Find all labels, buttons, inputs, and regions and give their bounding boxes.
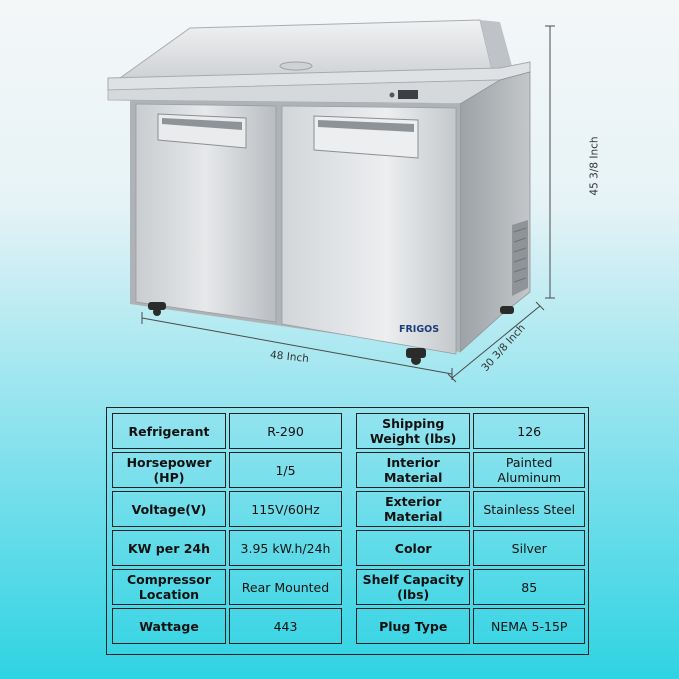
refrigerator-illustration: FRIGOS (107, 19, 555, 383)
specs-table-left: Refrigerant R-290 Horsepower (HP) 1/5 Vo… (109, 410, 345, 647)
spec-key-wattage: Wattage (112, 608, 226, 644)
spec-value-interior-material: Painted Aluminum (473, 452, 585, 488)
table-row: Voltage(V) 115V/60Hz (112, 491, 342, 527)
spec-value-horsepower: 1/5 (229, 452, 342, 488)
spec-key-plug-type: Plug Type (356, 608, 471, 644)
spec-key-shipping-weight: Shipping Weight (lbs) (356, 413, 471, 449)
casters (148, 302, 514, 365)
right-door (281, 105, 457, 355)
spec-key-shelf-capacity: Shelf Capacity (lbs) (356, 569, 471, 605)
table-row: Shipping Weight (lbs) 126 (356, 413, 585, 449)
spec-value-shipping-weight: 126 (473, 413, 585, 449)
spec-key-exterior-material: Exterior Material (356, 491, 471, 527)
spec-value-kw-per-24h: 3.95 kW.h/24h (229, 530, 342, 566)
spec-key-horsepower: Horsepower (HP) (112, 452, 226, 488)
spec-key-interior-material: Interior Material (356, 452, 471, 488)
spec-key-compressor-location: Compressor Location (112, 569, 226, 605)
spec-value-plug-type: NEMA 5-15P (473, 608, 585, 644)
height-dimension-label: 45 3/8 Inch (588, 136, 601, 196)
table-row: Compressor Location Rear Mounted (112, 569, 342, 605)
power-switch (389, 92, 395, 98)
spec-key-kw-per-24h: KW per 24h (112, 530, 226, 566)
brand-logo: FRIGOS (399, 324, 439, 335)
thermostat-display (398, 90, 418, 99)
specifications-panel: Refrigerant R-290 Horsepower (HP) 1/5 Vo… (106, 407, 589, 655)
spec-value-compressor-location: Rear Mounted (229, 569, 342, 605)
table-row: Shelf Capacity (lbs) 85 (356, 569, 585, 605)
table-row: Refrigerant R-290 (112, 413, 342, 449)
spec-value-voltage: 115V/60Hz (229, 491, 342, 527)
spec-value-wattage: 443 (229, 608, 342, 644)
table-row: Exterior Material Stainless Steel (356, 491, 585, 527)
table-row: Plug Type NEMA 5-15P (356, 608, 585, 644)
spec-key-voltage: Voltage(V) (112, 491, 226, 527)
table-row: KW per 24h 3.95 kW.h/24h (112, 530, 342, 566)
table-row: Color Silver (356, 530, 585, 566)
table-row: Wattage 443 (112, 608, 342, 644)
specs-table-right: Shipping Weight (lbs) 126 Interior Mater… (353, 410, 588, 647)
spec-key-color: Color (356, 530, 471, 566)
side-panel (459, 71, 531, 353)
spec-value-color: Silver (473, 530, 585, 566)
spec-key-refrigerant: Refrigerant (112, 413, 226, 449)
table-row: Horsepower (HP) 1/5 (112, 452, 342, 488)
spec-value-refrigerant: R-290 (229, 413, 342, 449)
dimension-lines (141, 25, 555, 383)
spec-value-shelf-capacity: 85 (473, 569, 585, 605)
left-door (135, 103, 277, 323)
spec-value-exterior-material: Stainless Steel (473, 491, 585, 527)
table-row: Interior Material Painted Aluminum (356, 452, 585, 488)
